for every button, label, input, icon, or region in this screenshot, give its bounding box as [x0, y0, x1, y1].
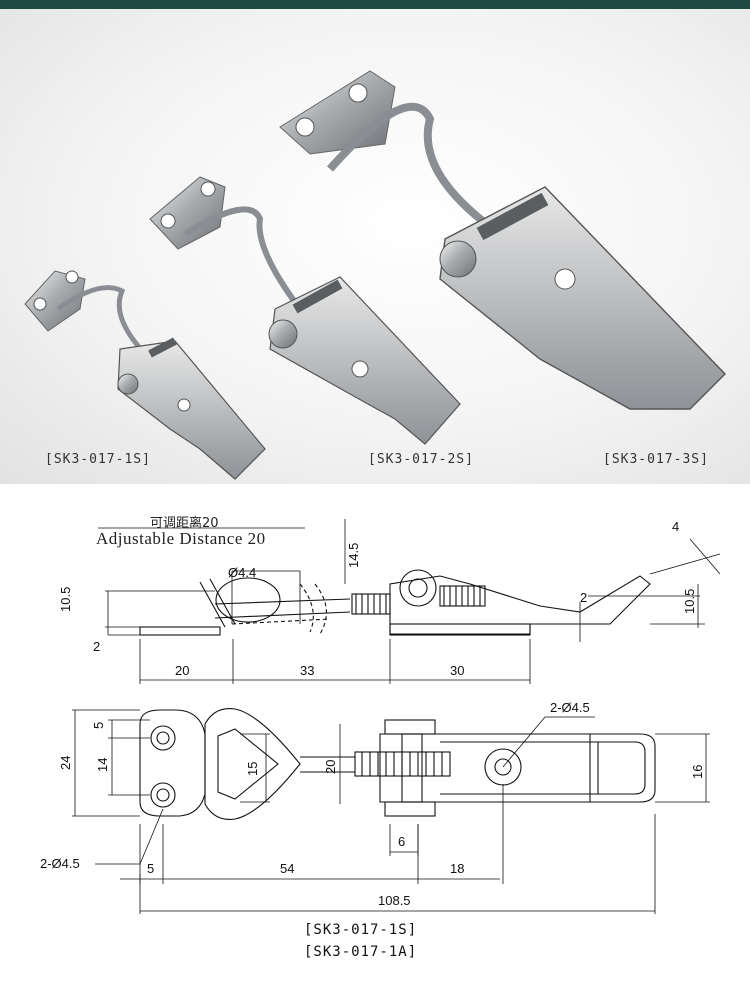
dim-side-dia-4-4: Ø4.4	[228, 565, 256, 580]
model-label-2s: [SK3-017-2S]	[368, 452, 474, 467]
dim-top-holes-right: 2-Ø4.5	[550, 700, 590, 715]
dim-top-24: 24	[58, 756, 73, 770]
dim-top-holes-left: 2-Ø4.5	[40, 856, 80, 871]
dim-top-108-5: 108.5	[378, 893, 411, 908]
dim-top-15: 15	[245, 762, 260, 776]
dim-top-54: 54	[280, 861, 294, 876]
side-hinge-arm	[199, 581, 226, 628]
dim-side-33: 33	[300, 663, 314, 678]
adjustable-caption-en: Adjustable Distance 20	[96, 529, 266, 548]
latch-photo-2s	[149, 176, 461, 445]
dim-top-5: 5	[91, 722, 106, 729]
adjustable-caption-cn: 可调距离20	[150, 516, 219, 531]
technical-drawing: 14.5 Ø4.4 10.5 2 20 33 30 4 2 10.5 5 24 …	[40, 519, 721, 914]
dim-side-2-right: 2	[580, 590, 587, 605]
latch-photo-3s	[279, 70, 726, 410]
dim-side-14-5: 14.5	[346, 543, 361, 568]
dim-side-10-5-left: 10.5	[58, 587, 73, 612]
dim-side-30: 30	[450, 663, 464, 678]
side-base-plate	[139, 626, 221, 636]
top-hole-1	[150, 725, 176, 751]
drawing-model-label-1s: [SK3-017-1S]	[304, 922, 418, 938]
dim-side-4: 4	[672, 519, 679, 534]
dim-side-2-left: 2	[93, 639, 100, 654]
top-mounting-plate	[139, 709, 206, 817]
dim-top-20: 20	[323, 760, 338, 774]
dim-top-18: 18	[450, 861, 464, 876]
latch-photo-1s	[24, 270, 266, 480]
drawing-model-label-1a: [SK3-017-1A]	[304, 944, 418, 960]
top-wire-loop	[204, 708, 301, 820]
model-label-3s: [SK3-017-3S]	[603, 452, 709, 467]
dim-top-6: 6	[398, 834, 405, 849]
product-photos	[24, 70, 726, 480]
dim-top-5-bottom: 5	[147, 861, 154, 876]
side-latch-body	[389, 575, 651, 635]
side-pivot	[399, 569, 437, 607]
side-view	[139, 569, 651, 636]
top-latch-body	[379, 733, 656, 803]
model-label-1s: [SK3-017-1S]	[45, 452, 151, 467]
dim-top-16: 16	[690, 765, 705, 779]
dim-top-14: 14	[95, 758, 110, 772]
header-bar	[0, 0, 750, 9]
top-view	[139, 708, 656, 820]
side-threaded-rod	[351, 593, 391, 615]
dim-side-20: 20	[175, 663, 189, 678]
top-hole-2	[150, 782, 176, 808]
dim-side-10-5-right: 10.5	[682, 589, 697, 614]
side-wire-loop	[215, 577, 281, 623]
